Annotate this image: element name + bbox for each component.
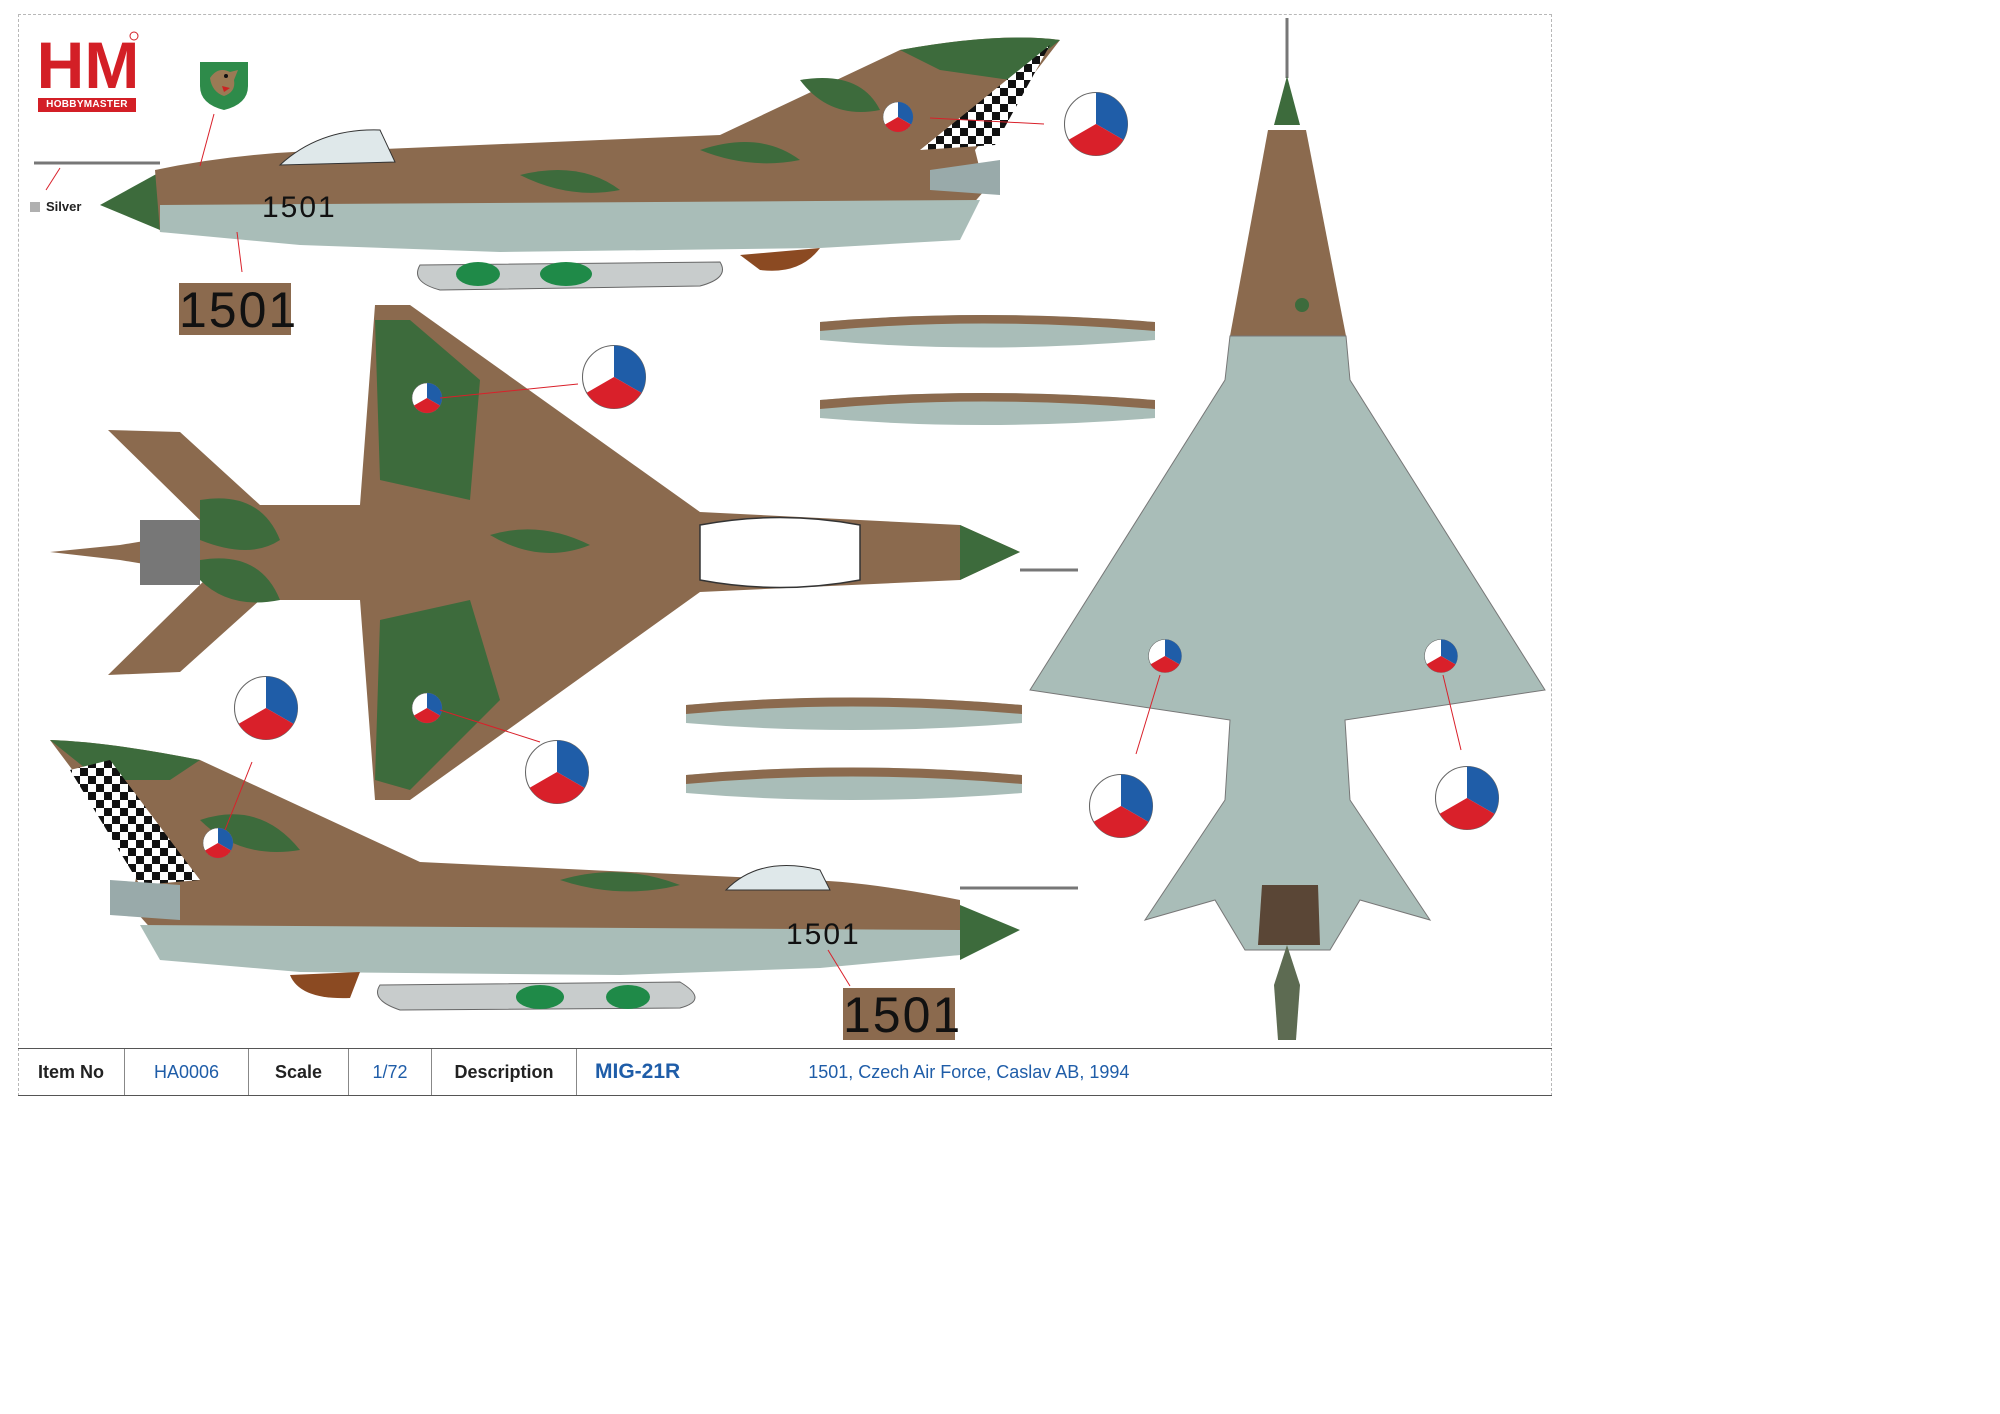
roundel-under-left — [1088, 773, 1154, 839]
plan-view-top — [50, 305, 1078, 800]
side-profile-right-facing: 1501 — [50, 740, 1078, 1011]
serial-plate-bottom: 1501 — [843, 987, 963, 1043]
underside-view — [1029, 18, 1546, 1040]
logo-wordmark: HOBBYMASTER — [38, 98, 136, 112]
roundel-right-1 — [1063, 91, 1129, 157]
roundel-plan-upper — [581, 344, 647, 410]
scale-label: Scale — [249, 1049, 349, 1095]
drop-tanks — [686, 315, 1155, 800]
hm-logo-mark: HM — [37, 28, 140, 96]
model-name: MIG-21R — [595, 1060, 681, 1083]
silver-label: Silver — [46, 199, 82, 214]
item-no-value: HA0006 — [125, 1049, 249, 1095]
silver-swatch — [30, 202, 40, 212]
aircraft-drawings: 1501 — [34, 18, 1546, 1040]
unit-badge-icon — [200, 62, 248, 110]
logo-letters: HM — [37, 28, 140, 96]
serial-side-bottom: 1501 — [786, 918, 861, 951]
side-profile-left-facing: 1501 — [34, 37, 1060, 291]
info-footer: Item No HA0006 Scale 1/72 Description MI… — [18, 1048, 1552, 1096]
description-label: Description — [432, 1049, 577, 1095]
hobbymaster-logo: HM HOBBYMASTER — [36, 28, 140, 114]
roundel-under-right — [1434, 765, 1500, 831]
description-text: 1501, Czech Air Force, Caslav AB, 1994 — [808, 1061, 1130, 1082]
profile-sheet: HM HOBBYMASTER Silver — [18, 14, 1552, 1096]
item-no-label: Item No — [18, 1049, 125, 1095]
description-cell: MIG-21R 1501, Czech Air Force, Caslav AB… — [577, 1049, 1552, 1095]
serial-plate-top: 1501 — [179, 282, 299, 338]
roundel-side-lower — [233, 675, 299, 741]
roundel-plan-lower — [524, 739, 590, 805]
serial-side-top: 1501 — [262, 191, 337, 224]
silver-legend: Silver — [30, 199, 81, 214]
scale-value: 1/72 — [349, 1049, 432, 1095]
